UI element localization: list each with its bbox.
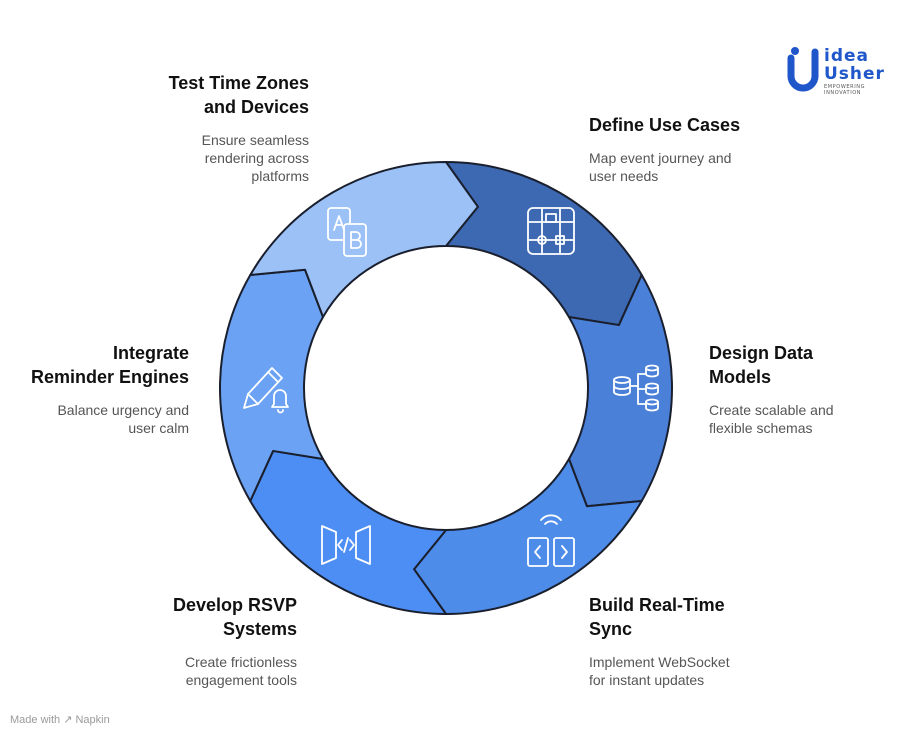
step-title: Develop RSVP Systems: [172, 595, 297, 639]
napkin-brand: Napkin: [75, 714, 110, 726]
logo-word-usher: Usher: [824, 64, 885, 84]
made-with-footer: Made with ↗ Napkin: [10, 713, 110, 726]
step-develop-rsvp-systems: Develop RSVP Systems Create frictionless…: [173, 593, 297, 689]
logo-tagline: EMPOWERING INNOVATION: [824, 84, 866, 96]
napkin-logo-icon: ↗: [63, 714, 73, 726]
devices-ab-icon: [327, 207, 367, 257]
pencil-bell-icon: [243, 367, 289, 414]
step-title: Build Real-Time Sync: [589, 595, 725, 639]
flowchart-icon: [527, 207, 575, 255]
step-integrate-reminder-engines: Integrate Reminder Engines Balance urgen…: [31, 341, 189, 437]
step-description: Ensure seamless rendering across platfor…: [201, 132, 309, 184]
logo-mark-icon: [787, 47, 819, 92]
database-stack-icon: [613, 364, 659, 412]
code-tag-icon: [321, 525, 371, 565]
step-title: Test Time Zones and Devices: [168, 73, 309, 117]
step-title: Integrate Reminder Engines: [30, 343, 189, 387]
step-define-use-cases: Define Use Cases Map event journey and u…: [589, 113, 740, 185]
step-description: Create frictionless engagement tools: [184, 654, 297, 688]
step-description: Balance urgency and user calm: [57, 402, 189, 436]
step-title: Design Data Models: [709, 343, 814, 387]
ring-segment-develop: [249, 449, 447, 615]
step-description: Implement WebSocket for instant updates: [589, 654, 730, 688]
step-description: Map event journey and user needs: [589, 150, 732, 184]
company-logo: idea Usher EMPOWERING INNOVATION: [786, 46, 898, 96]
step-build-real-time-sync: Build Real-Time Sync Implement WebSocket…: [589, 593, 730, 689]
step-title: Define Use Cases: [589, 115, 741, 135]
step-test-time-zones: Test Time Zones and Devices Ensure seaml…: [169, 71, 309, 185]
logo-word-idea: idea: [824, 46, 869, 66]
step-design-data-models: Design Data Models Create scalable and f…: [709, 341, 834, 437]
step-description: Create scalable and flexible schemas: [709, 402, 834, 436]
code-signal-icon: [527, 514, 575, 567]
made-with-label: Made with: [10, 714, 61, 726]
